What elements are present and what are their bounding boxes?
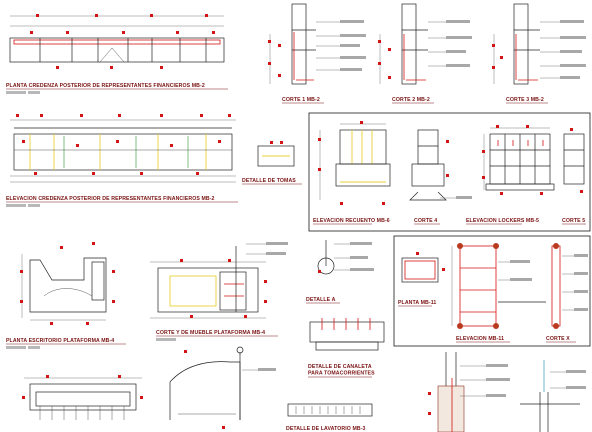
- elevacion-mb11-drawing: [451, 243, 546, 329]
- corte4-drawing: [409, 129, 472, 201]
- corte-x-drawing: [551, 243, 588, 329]
- detalle-tomas-title: DETALLE DE TOMAS: [242, 178, 296, 184]
- frame-mb11: [393, 235, 591, 347]
- bottom-right-detail: [428, 352, 586, 432]
- corte1-title: CORTE 1 MB-2: [282, 97, 320, 103]
- detalle-a-drawing: [317, 240, 374, 275]
- elev-recuento-drawing: [318, 121, 391, 205]
- corte5-drawing: [563, 128, 585, 193]
- bottom-rail-detail: [287, 403, 373, 417]
- elev-lockers-drawing: [482, 125, 555, 195]
- corte5-title: CORTE 5: [562, 218, 585, 224]
- elev-mb11-title: ELEVACION MB-11: [456, 336, 504, 342]
- credenza-plan-drawing: [9, 14, 225, 69]
- credenza-elevation-drawing: [10, 114, 236, 183]
- corte2-drawing: [378, 3, 472, 85]
- elev-lockers-title: ELEVACION LOCKERS MB-5: [466, 218, 539, 224]
- corte3-title: CORTE 3 MB-2: [506, 97, 544, 103]
- escritorio-plan-title: PLANTA ESCRITORIO PLATAFORMA MB-4: [6, 338, 114, 344]
- bottom-mid-detail: [169, 346, 276, 429]
- corte1-drawing: [268, 3, 366, 85]
- corte4-title: CORTE 4: [414, 218, 437, 224]
- detalle-a-title: DETALLE A: [306, 297, 336, 303]
- escritorio-plan-drawing: [20, 242, 115, 325]
- planta-mb11-drawing: [401, 252, 445, 283]
- corte3-drawing: [492, 3, 586, 85]
- corte-mueble-title: CORTE Y DE MUEBLE PLATAFORMA MB-4: [156, 330, 265, 336]
- credenza-elevation-title: ELEVACION CREDENZA POSTERIOR DE REPRESEN…: [6, 196, 215, 202]
- planta-mb11-title: PLANTA MB-11: [398, 300, 436, 306]
- detalle-tomas-drawing: [257, 141, 295, 167]
- frame-lockers: [308, 112, 591, 232]
- credenza-plan-title: PLANTA CREDENZA POSTERIOR DE REPRESENTAN…: [6, 83, 205, 89]
- bottom-left-detail: [22, 375, 143, 420]
- corte-x-title: CORTE X: [546, 336, 570, 342]
- corte-mueble-drawing: [150, 242, 288, 319]
- bottom-partial-title: DETALLE DE LAVATORIO MB-3: [286, 426, 366, 432]
- detalle-canaleta-drawing: [309, 318, 385, 351]
- corte2-title: CORTE 2 MB-2: [392, 97, 430, 103]
- elev-recuento-title: ELEVACION RECUENTO MB-6: [313, 218, 390, 224]
- detalle-canaleta-title: DETALLE DE CANALETA PARA TOMACORRIENTES: [308, 364, 375, 377]
